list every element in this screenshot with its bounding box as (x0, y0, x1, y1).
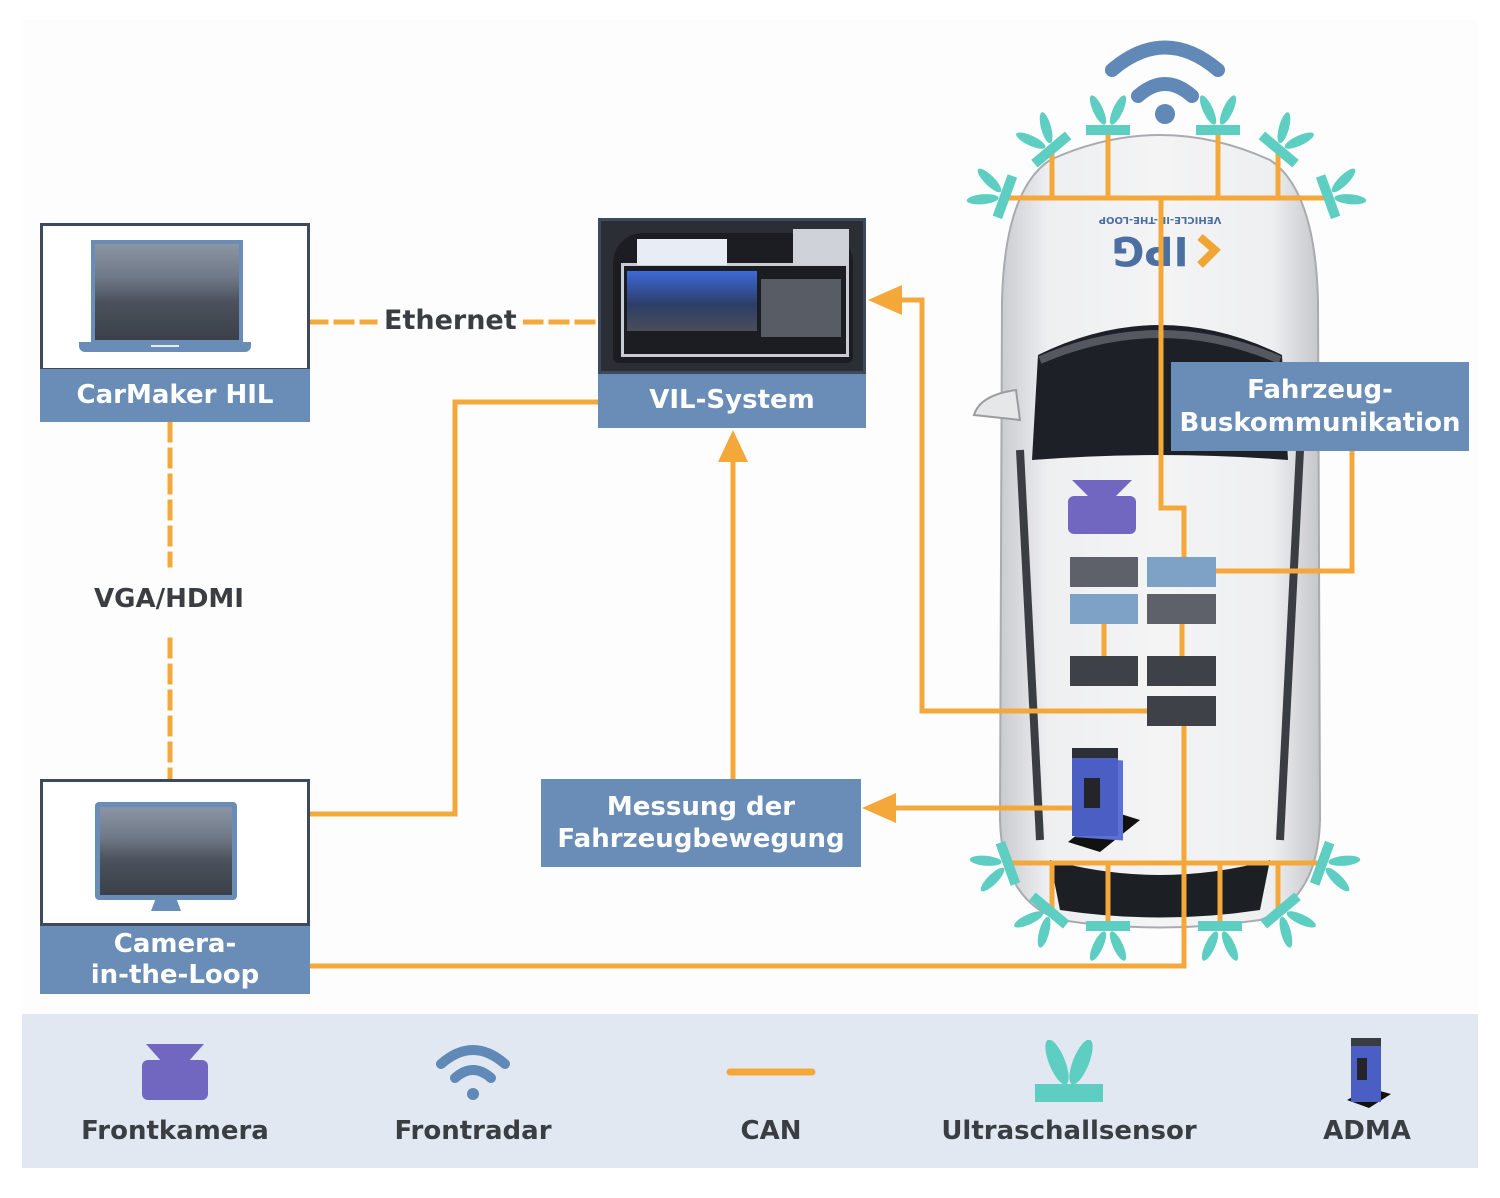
legend-item-adma: ADMA (1222, 1014, 1500, 1168)
carmaker-hil-node: CarMaker HIL (40, 223, 310, 422)
legend-item-frontradar: Frontradar (328, 1014, 618, 1168)
bus-label-line1: Fahrzeug- (1247, 375, 1393, 405)
carmaker-hil-label: CarMaker HIL (40, 369, 310, 422)
vehicle-top-view: VEHICLE-IN-THE-LOOP IPG (972, 134, 1348, 929)
messung-node: Messung der Fahrzeugbewegung (541, 779, 861, 867)
ultrasonic-sensor-icon (924, 1032, 1214, 1112)
legend: Frontkamera Frontradar CAN Ultraschallse… (22, 1014, 1478, 1168)
messung-label-line1: Messung der (606, 791, 796, 822)
vga-hdmi-label: VGA/HDMI (88, 584, 250, 614)
can-line-icon (626, 1032, 916, 1112)
legend-label: Frontkamera (81, 1116, 269, 1146)
bus-label-line2: Buskommunikation (1179, 407, 1461, 438)
camera-loop-label-line1: Camera- (113, 928, 237, 959)
legend-item-ultraschallsensor: Ultraschallsensor (924, 1014, 1214, 1168)
legend-label: Ultraschallsensor (941, 1116, 1197, 1146)
radar-icon (328, 1032, 618, 1112)
legend-item-can: CAN (626, 1014, 916, 1168)
ipg-decal-text: VEHICLE-IN-THE-LOOP (1099, 214, 1222, 225)
ethernet-label: Ethernet (378, 305, 523, 336)
camera-in-the-loop-node: Camera- in-the-Loop (40, 779, 310, 994)
ipg-logo-text: IPG (1111, 227, 1188, 273)
legend-label: Frontradar (394, 1116, 552, 1146)
vil-system-label: VIL-System (598, 374, 866, 428)
legend-label: ADMA (1323, 1116, 1411, 1146)
ipg-logo: VEHICLE-IN-THE-LOOP IPG (1099, 214, 1222, 273)
legend-label: CAN (740, 1116, 802, 1146)
vil-system-node: VIL-System (598, 218, 866, 428)
legend-item-frontkamera: Frontkamera (30, 1014, 320, 1168)
bus-communication-node: Fahrzeug- Buskommunikation (1171, 362, 1469, 451)
adma-icon (1222, 1032, 1500, 1112)
messung-label-line2: Fahrzeugbewegung (557, 824, 845, 854)
front-camera-icon (30, 1032, 320, 1112)
camera-loop-label-line2: in-the-Loop (90, 960, 260, 990)
